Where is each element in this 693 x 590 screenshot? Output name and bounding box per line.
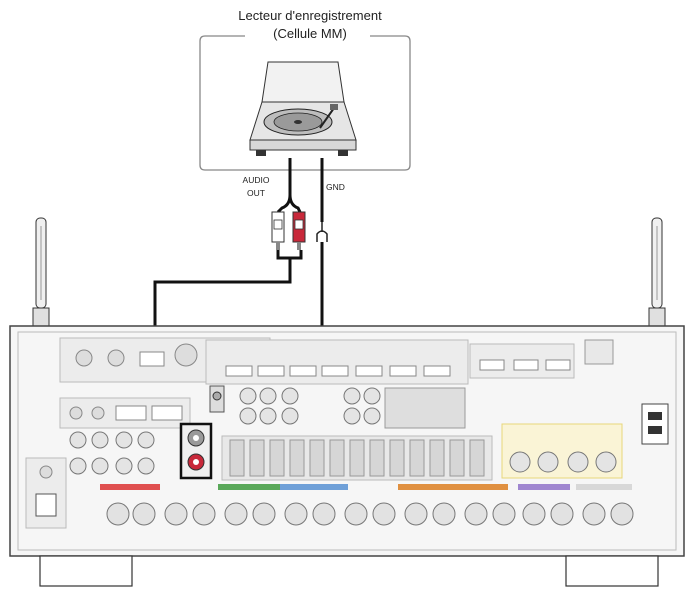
gnd-label: GND — [326, 182, 345, 192]
receiver-foot-left — [39, 555, 133, 587]
device-title-line2: (Cellule MM) — [273, 26, 347, 41]
device-frame — [199, 35, 411, 171]
ground-fork-icon — [316, 222, 328, 242]
audio-out-line1: AUDIO — [242, 175, 270, 185]
ground-terminal-icon — [209, 385, 225, 413]
receiver-rear-panel — [9, 325, 685, 557]
turntable-icon — [249, 61, 357, 156]
audio-cable — [276, 158, 302, 214]
rca-plug-icon — [271, 211, 306, 250]
audio-out-label: AUDIO OUT — [226, 174, 286, 200]
receiver-foot-right — [565, 555, 659, 587]
audio-out-line2: OUT — [247, 188, 265, 198]
device-title-line1: Lecteur d'enregistrement — [238, 8, 382, 23]
phono-input-jack — [179, 422, 213, 480]
